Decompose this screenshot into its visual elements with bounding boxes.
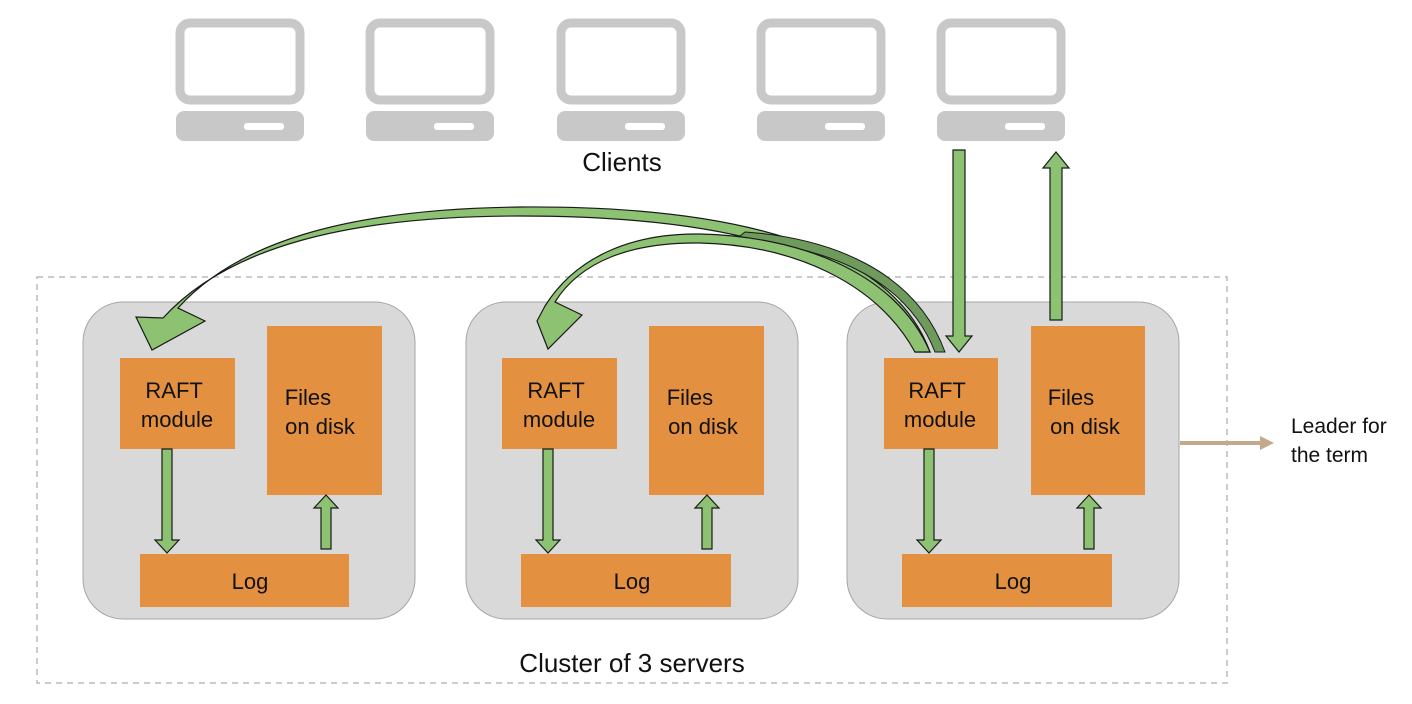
cluster-label: Cluster of 3 servers [519,648,744,678]
drive-slot [625,123,665,130]
log-label: Log [614,569,651,594]
log-to-files-arrow [693,494,721,550]
log-box [902,554,1112,607]
computer-base [176,111,304,141]
raft-to-log-arrow [534,448,562,554]
client-response-arrow [1041,151,1071,321]
cluster-boundary [36,276,1228,684]
files-on-disk-box [1031,326,1145,495]
monitor-screen [365,18,495,105]
computer-base [366,111,494,141]
monitor-screen [936,18,1066,105]
raft-module-box [884,358,998,449]
client-computer-icon [756,18,886,141]
log-box [521,554,731,607]
monitor-screen [756,18,886,105]
server-3-leader: RAFT module Files on disk Log [846,301,1180,620]
block-arrows [153,149,1103,554]
raft-to-log-arrow [153,448,181,554]
server-2: RAFT module Files on disk Log [465,301,799,620]
client-computer-icon [936,18,1066,141]
leader-label: Leader for the term [1291,415,1393,467]
monitor-screen [175,18,305,105]
raft-module-box [502,358,617,449]
log-label: Log [232,569,269,594]
drive-slot [244,123,284,130]
computer-base [557,111,685,141]
raft-module-label: RAFT module [523,378,595,432]
files-on-disk-label: Files on disk [667,385,739,439]
files-on-disk-label: Files on disk [1048,385,1121,439]
log-box [140,554,349,607]
computer-base [757,111,885,141]
files-on-disk-box [267,326,382,495]
log-to-files-arrow [312,494,340,550]
clients-label: Clients [582,147,661,177]
drive-slot [434,123,474,130]
drive-slot [1005,123,1045,130]
raft-module-box [120,358,235,449]
files-on-disk-box [649,326,764,495]
replication-arrow-server-1 [135,206,931,353]
log-label: Log [995,569,1032,594]
replication-arrows [135,206,946,353]
monitor-screen [556,18,686,105]
client-computer-icon [175,18,305,141]
raft-to-log-arrow [915,448,943,554]
client-request-arrow [944,149,974,353]
leader-pointer-head [1260,436,1274,450]
raft-module-label: RAFT module [141,378,213,432]
computer-base [937,111,1065,141]
drive-slot [825,123,865,130]
client-computer-icon [556,18,686,141]
replication-arrow-twist [733,231,946,353]
server-1: RAFT module Files on disk Log [82,301,416,620]
clients-group [175,18,1066,141]
log-to-files-arrow [1075,494,1103,550]
files-on-disk-label: Files on disk [285,385,356,439]
leader-pointer [1180,436,1274,450]
replication-arrow-server-2 [536,233,931,353]
client-computer-icon [365,18,495,141]
raft-module-label: RAFT module [904,378,976,432]
